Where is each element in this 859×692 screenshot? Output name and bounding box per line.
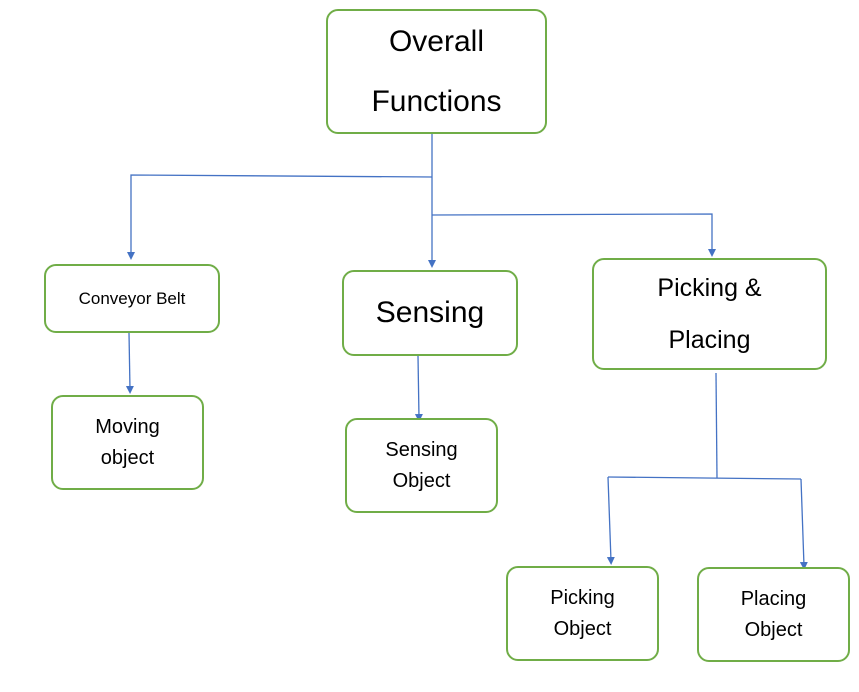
node-picking-object: Picking Object	[506, 566, 659, 661]
connector-to-picking-object	[606, 476, 615, 565]
connector-to-placing-object	[799, 478, 808, 570]
node-moving-line2: object	[100, 446, 155, 469]
connector-to-picking-placing	[431, 213, 716, 257]
node-sensing-label: Sensing	[375, 296, 485, 329]
node-picking-object-line1: Picking	[550, 586, 615, 609]
node-moving-object: Moving object	[51, 395, 204, 490]
node-sensing: Sensing	[342, 270, 518, 356]
node-picking-placing-line2: Placing	[668, 326, 751, 354]
connector-to-sensing-object	[414, 355, 423, 422]
node-overall-functions: Overall Functions	[326, 9, 547, 134]
node-conveyor-belt: Conveyor Belt	[44, 264, 220, 333]
node-placing-object-line1: Placing	[740, 587, 807, 610]
connector-to-moving	[125, 332, 134, 394]
node-placing-object: Placing Object	[697, 567, 850, 662]
node-picking-placing-line1: Picking &	[657, 274, 762, 302]
node-sensing-object-line1: Sensing	[385, 438, 458, 461]
node-sensing-object-line2: Object	[392, 469, 451, 492]
node-sensing-object: Sensing Object	[345, 418, 498, 513]
node-picking-placing: Picking & Placing	[592, 258, 827, 370]
node-conveyor-label: Conveyor Belt	[78, 288, 186, 308]
node-moving-line1: Moving	[95, 415, 160, 438]
node-placing-object-line2: Object	[744, 618, 803, 641]
connector-split-bar	[607, 476, 802, 480]
node-overall-line2: Functions	[371, 84, 502, 118]
connector-picking-placing-trunk	[715, 372, 718, 479]
node-picking-object-line2: Object	[553, 617, 612, 640]
node-overall-line1: Overall	[388, 24, 484, 58]
connector-to-conveyor	[127, 174, 433, 260]
